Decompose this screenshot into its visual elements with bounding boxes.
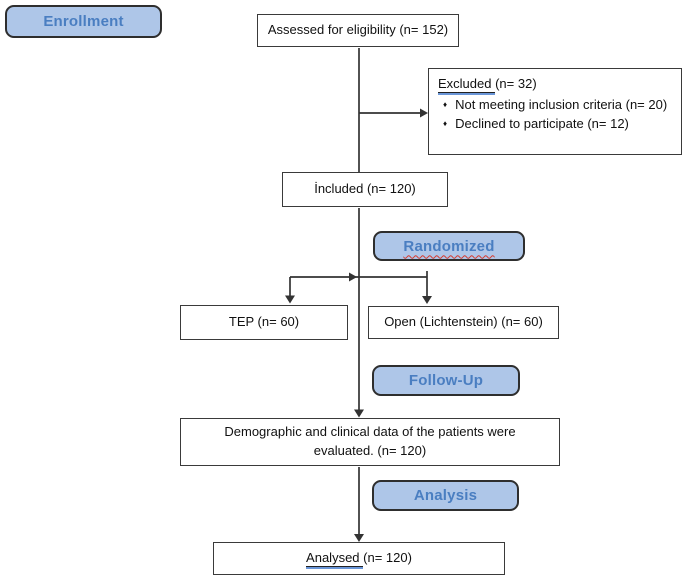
excluded-item-2-label: Declined to participate (n= 12) <box>455 115 629 131</box>
enrollment-badge: Enrollment <box>5 5 162 38</box>
assessed-eligibility-box: Assessed for eligibility (n= 152) <box>257 14 459 47</box>
excluded-item-1-label: Not meeting inclusion criteria (n= 20) <box>455 96 668 112</box>
follow-up-badge: Follow-Up <box>372 365 520 396</box>
tep-arm-box: TEP (n= 60) <box>180 305 348 340</box>
analysed-heading: Analysed (n= 120) <box>306 550 412 567</box>
follow-up-evaluation-line1: Demographic and clinical data of the pat… <box>224 424 516 440</box>
excluded-heading: Excluded (n= 32) <box>438 76 537 93</box>
open-lichtenstein-arm-label: Open (Lichtenstein) (n= 60) <box>384 314 543 330</box>
arrowhead-mid-branch <box>349 272 357 282</box>
analysed-heading-underlined: Analysed <box>306 550 364 567</box>
analysed-box: Analysed (n= 120) <box>213 542 505 575</box>
randomized-badge: Randomized <box>373 231 525 261</box>
arrowhead-into-tep <box>285 295 295 304</box>
enrollment-badge-label: Enrollment <box>43 13 124 30</box>
open-lichtenstein-arm-box: Open (Lichtenstein) (n= 60) <box>368 306 559 339</box>
arrowhead-into-open <box>422 296 432 304</box>
arrowhead-into-analysed <box>354 534 364 542</box>
excluded-item-1: ♦ Not meeting inclusion criteria (n= 20) <box>443 97 667 114</box>
analysis-badge: Analysis <box>372 480 519 511</box>
follow-up-evaluation-box: Demographic and clinical data of the pat… <box>180 418 560 466</box>
arrowhead-into-excluded <box>420 108 428 118</box>
excluded-heading-underlined: Excluded <box>438 76 496 93</box>
randomized-badge-label: Randomized <box>403 237 495 255</box>
arrowhead-into-demographic <box>354 409 364 418</box>
analysis-badge-label: Analysis <box>413 487 478 504</box>
bullet-diamond-icon: ♦ <box>443 118 448 128</box>
included-box: İncluded (n= 120) <box>282 172 448 207</box>
analysed-heading-count: (n= 120) <box>363 550 412 566</box>
follow-up-evaluation-line2: evaluated. (n= 120) <box>313 443 427 458</box>
follow-up-badge-label: Follow-Up <box>408 372 484 389</box>
included-label: İncluded (n= 120) <box>314 181 416 197</box>
tep-arm-label: TEP (n= 60) <box>228 314 300 330</box>
excluded-box: Excluded (n= 32) ♦ Not meeting inclusion… <box>428 68 682 155</box>
bullet-diamond-icon: ♦ <box>443 99 448 109</box>
excluded-item-2: ♦ Declined to participate (n= 12) <box>443 116 629 133</box>
assessed-eligibility-label: Assessed for eligibility (n= 152) <box>267 22 449 38</box>
excluded-heading-count: (n= 32) <box>495 76 537 91</box>
